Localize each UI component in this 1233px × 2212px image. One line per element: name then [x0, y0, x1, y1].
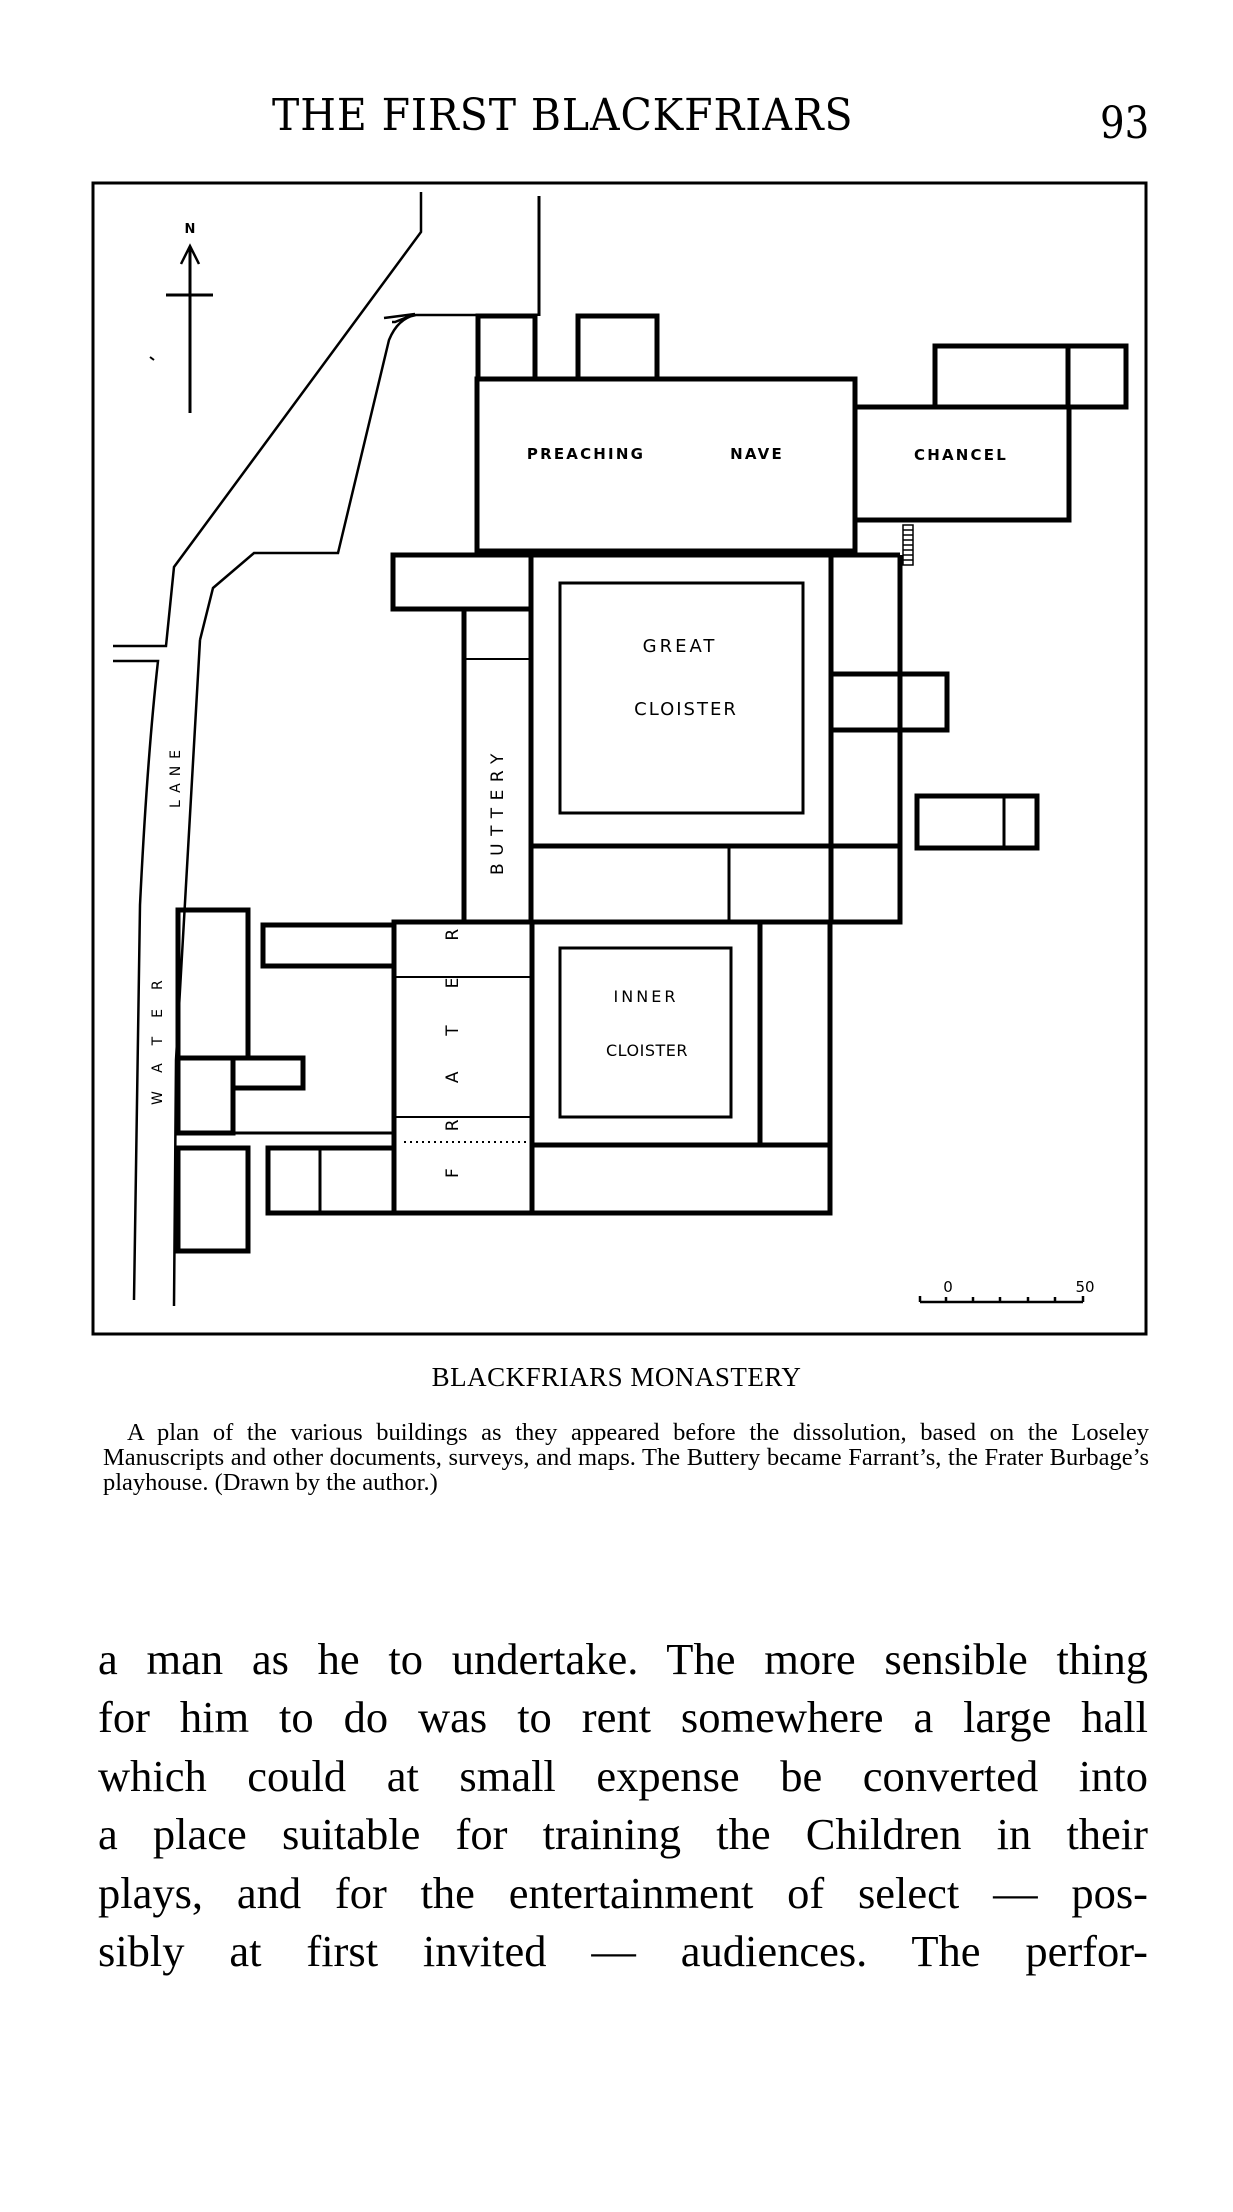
- body-line: which could at small expense be converte…: [98, 1750, 1148, 1801]
- great-cloister-garth: [558, 581, 805, 815]
- nave-label: NAVE: [730, 445, 784, 463]
- body-line: a man as he to undertake. The more sensi…: [98, 1634, 1148, 1684]
- figure-title: BLACKFRIARS MONASTERY: [431, 1362, 802, 1392]
- scale-bar: [918, 1296, 1085, 1304]
- body-line: for him to do was to rent somewhere a la…: [98, 1692, 1148, 1743]
- north-arrow-icon: [166, 243, 213, 413]
- running-head: THE FIRST BLACKFRIARS 93: [0, 86, 1233, 149]
- body-text: a man as he to undertake. The more sensi…: [98, 1630, 1148, 1980]
- lane-label: LANE: [168, 743, 184, 808]
- preaching-label: PREACHING: [527, 445, 645, 463]
- stair-icon: [902, 524, 914, 566]
- great-label: GREAT: [643, 636, 718, 657]
- preaching-nave-building: [474, 196, 858, 554]
- scale-zero-label: 0: [943, 1278, 953, 1296]
- cloister-label: CLOISTER: [634, 699, 738, 720]
- body-line: a place suitable for training the Childr…: [98, 1809, 1148, 1860]
- inner-label: INNER: [614, 987, 679, 1006]
- chancel-label: CHANCEL: [914, 446, 1008, 464]
- page-number: 93: [1100, 98, 1150, 149]
- west-outbuildings: [175, 907, 397, 1254]
- running-title: THE FIRST BLACKFRIARS: [272, 90, 854, 141]
- chancel-building: [852, 343, 1129, 523]
- water-label: WATER: [150, 961, 166, 1105]
- north-label: N: [185, 222, 196, 237]
- scale-fifty-label: 50: [1075, 1278, 1094, 1296]
- body-line: plays, and for the entertainment of sele…: [98, 1867, 1148, 1918]
- figure-frame: [91, 181, 1148, 1336]
- inner-cloister-building: [391, 919, 833, 1216]
- figure-caption: A plan of the various buildings as they …: [103, 1419, 1149, 1496]
- inner-cloister-garth: [558, 946, 733, 1119]
- inner-cloister-label: CLOISTER: [606, 1041, 688, 1060]
- stray-mark: [149, 356, 155, 361]
- monastery-plan-figure: N PREACHING NAVE CHANCEL: [91, 181, 1148, 1336]
- body-line: sibly at first invited — audiences. The …: [98, 1925, 1148, 1976]
- frater-label: FRATER: [443, 892, 463, 1178]
- buttery-label: BUTTERY: [488, 746, 508, 875]
